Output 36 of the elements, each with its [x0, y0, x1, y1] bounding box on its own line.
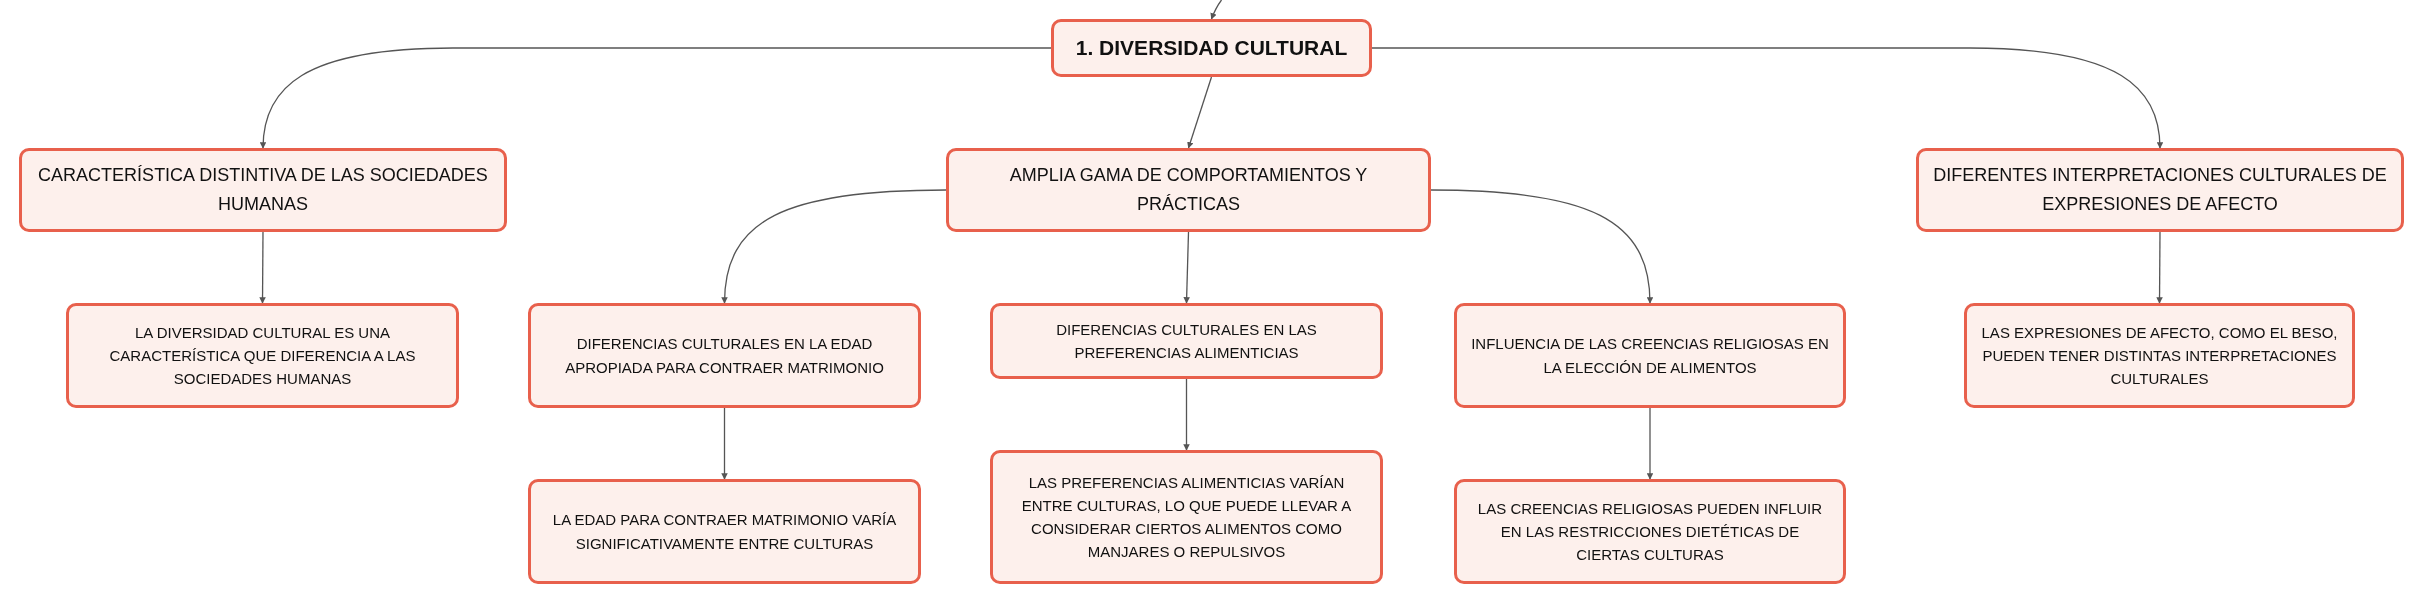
- topic-box: [1454, 479, 1846, 584]
- topic-box: [528, 303, 921, 408]
- topic-text: LA DIVERSIDAD CULTURAL ES UNA CARACTERÍSTICA QUE DIFERENCIA A LAS SOCIEDADES HUMANAS: [108, 322, 417, 390]
- root-topic-box: [1051, 19, 1372, 77]
- topic-box: [528, 479, 921, 584]
- connector-line: [1646, 407, 1654, 480]
- topic-box: [1454, 303, 1846, 408]
- topic-text: LA EDAD PARA CONTRAER MATRIMONIO VARÍA SIGNIFICATIVAMENTE ENTRE CULTURAS: [551, 510, 898, 554]
- connector-line: [1210, 0, 1223, 20]
- topic-box: [1964, 303, 2355, 408]
- connector-line: [259, 231, 266, 304]
- connector-line: [2156, 231, 2163, 304]
- topic-box: [990, 450, 1383, 584]
- topic-box: [66, 303, 459, 408]
- topic-text: LAS PREFERENCIAS ALIMENTICIAS VARÍAN ENTRE CULTURAS, LO QUE PUEDE LLEVAR A CONSIDERAR CIERTOS ALIMENTOS COMO MANJARES O REPULSIVOS: [1020, 472, 1353, 563]
- connector-line: [1430, 189, 1653, 304]
- connector-line: [721, 407, 728, 480]
- topic-text: LAS CREENCIAS RELIGIOSAS PUEDEN INFLUIR EN LAS RESTRICCIONES DIETÉTICAS DE CIERTAS CULTURAS: [1476, 498, 1824, 566]
- connector-line: [260, 47, 1052, 149]
- topic-text: CARACTERÍSTICA DISTINTIVA DE LAS SOCIEDADES HUMANAS: [37, 164, 489, 216]
- topic-text: 1. DIVERSIDAD CULTURAL: [1075, 35, 1348, 62]
- connector-line: [1371, 47, 2163, 149]
- connector-line: [721, 189, 947, 304]
- topic-text: DIFERENCIAS CULTURALES EN LAS PREFERENCIAS ALIMENTICIAS: [1055, 319, 1318, 363]
- topic-box: [990, 303, 1383, 379]
- topic-text: DIFERENCIAS CULTURALES EN LA EDAD APROPIADA PARA CONTRAER MATRIMONIO: [564, 334, 885, 378]
- connector-line: [1187, 76, 1213, 149]
- topic-box: [1916, 148, 2404, 232]
- topic-text: INFLUENCIA DE LAS CREENCIAS RELIGIOSAS EN LA ELECCIÓN DE ALIMENTOS: [1470, 334, 1830, 378]
- connector-line: [1183, 378, 1190, 451]
- topic-text: DIFERENTES INTERPRETACIONES CULTURALES DE EXPRESIONES DE AFECTO: [1932, 164, 2388, 216]
- topic-text: AMPLIA GAMA DE COMPORTAMIENTOS Y PRÁCTICAS: [1008, 164, 1369, 216]
- topic-box: [946, 148, 1431, 232]
- topic-text: LAS EXPRESIONES DE AFECTO, COMO EL BESO, PUEDEN TENER DISTINTAS INTERPRETACIONES CULTURALES: [1980, 322, 2339, 390]
- connector-line: [1183, 231, 1190, 304]
- topic-box: [19, 148, 507, 232]
